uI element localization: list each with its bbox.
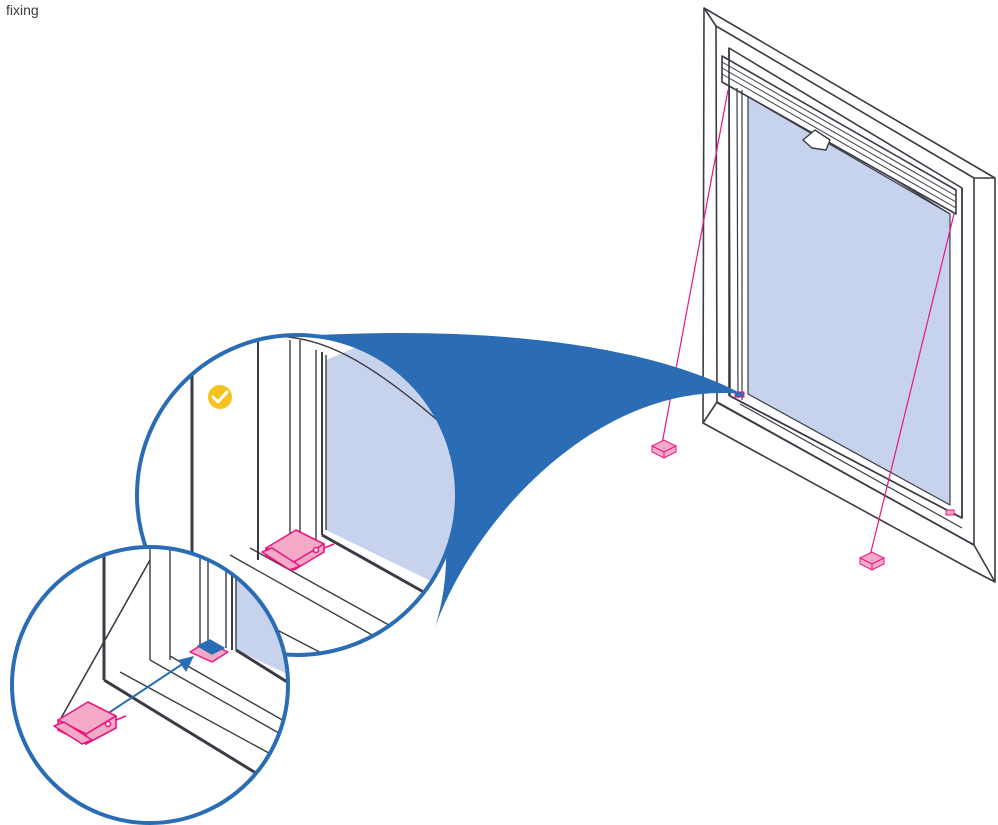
- detail-circle-small: [10, 545, 290, 825]
- check-circle-icon: [208, 385, 232, 409]
- insert-arrow-icon: [103, 656, 194, 717]
- clip-left-installed: [734, 391, 745, 398]
- caption: fixing: [6, 2, 39, 18]
- weight-right: [858, 551, 886, 571]
- clip-installed-small: [189, 639, 229, 663]
- right-cord: [869, 213, 955, 557]
- clip-right-installed: [945, 509, 955, 516]
- clip-detail-small: [53, 701, 127, 745]
- clip-detail-large: [261, 529, 335, 571]
- weight-left: [650, 439, 678, 459]
- window: [702, 7, 996, 583]
- window-handle: [802, 129, 831, 151]
